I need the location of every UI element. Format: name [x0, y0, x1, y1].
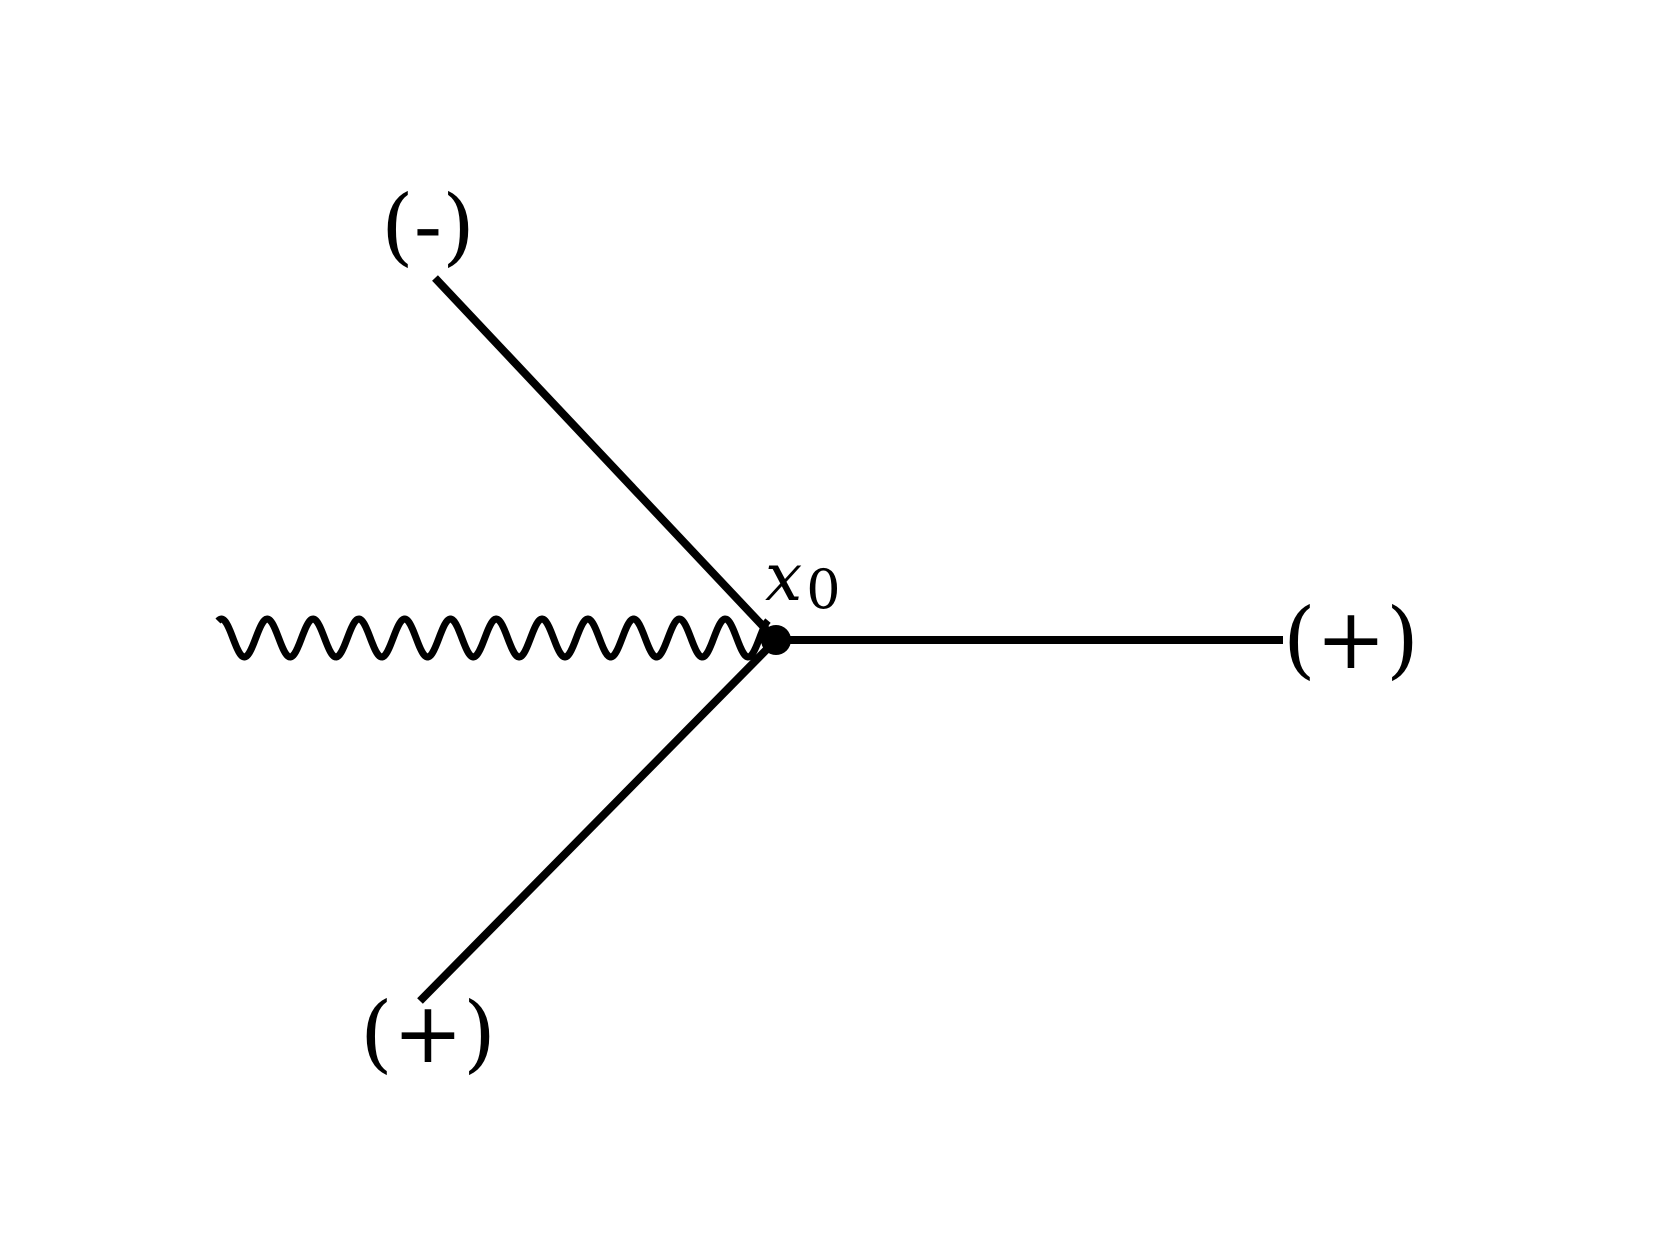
vertex-label-name: x: [765, 539, 802, 616]
line-lower-left: [417, 637, 779, 1004]
label-lower-left: (+): [360, 984, 496, 1082]
label-right: (+): [1283, 590, 1419, 688]
line-upper-left: [432, 275, 779, 643]
label-upper-left: (-): [381, 177, 475, 275]
vertex-label-subscript: 0: [806, 558, 840, 621]
wavy-photon-line: [215, 615, 771, 661]
vertex-label: x0: [765, 539, 841, 621]
vertex-dot: [761, 625, 791, 655]
